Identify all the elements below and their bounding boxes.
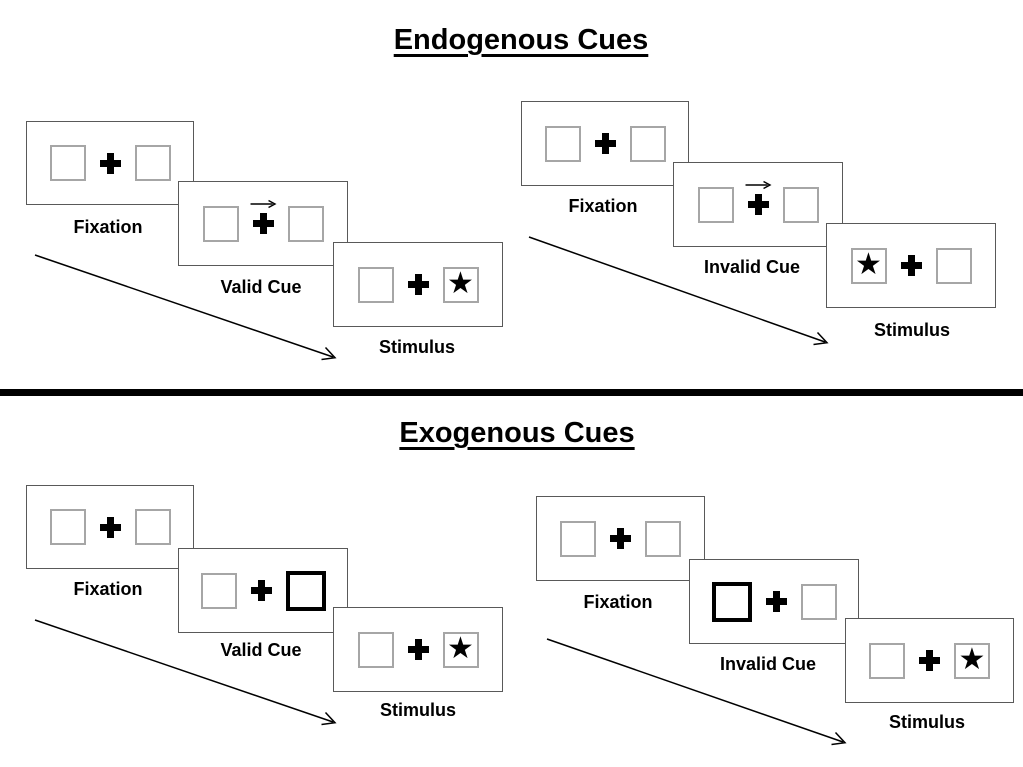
endogenous-section-title: Endogenous Cues — [393, 24, 649, 56]
target-box-left: ★ — [850, 247, 887, 284]
fixation-cross-icon — [919, 650, 940, 671]
exogenous-valid-fixation-panel — [26, 485, 194, 569]
placeholder-box-right — [800, 583, 837, 620]
target-box-right: ★ — [442, 266, 479, 303]
placeholder-box-left — [357, 631, 394, 668]
exogenous-section-title: Exogenous Cues — [399, 417, 635, 449]
endogenous-invalid-stimulus-panel: ★ — [826, 223, 996, 308]
panel-label: Valid Cue — [220, 277, 302, 297]
panel-label: Stimulus — [378, 337, 456, 357]
panel-label: Stimulus — [379, 700, 457, 720]
fixation-cross-icon — [407, 274, 429, 295]
placeholder-box-left — [869, 642, 905, 679]
placeholder-box-left — [200, 572, 237, 609]
panel-label: Stimulus — [888, 712, 966, 732]
sequence-arrow — [34, 619, 337, 726]
fixation-cross-icon — [407, 639, 429, 660]
placeholder-box-left — [544, 125, 581, 162]
star-icon: ★ — [447, 266, 474, 300]
cue-highlight-box-right — [285, 570, 326, 611]
cue-direction-right-arrow-icon — [745, 180, 772, 190]
placeholder-box-right — [629, 125, 666, 162]
fixation-cross-icon — [765, 591, 787, 612]
fixation-cross-icon — [99, 152, 121, 174]
exogenous-invalid-fixation-panel — [536, 496, 705, 581]
placeholder-box-left — [560, 520, 596, 557]
panel-label: Fixation — [568, 196, 638, 216]
endogenous-valid-stimulus-panel: ★ — [333, 242, 503, 327]
exogenous-invalid-cue-panel — [689, 559, 859, 644]
section-divider — [0, 389, 1023, 396]
exogenous-valid-cue-panel — [178, 548, 348, 633]
panel-label: Stimulus — [873, 320, 951, 340]
sequence-arrow — [528, 236, 829, 346]
panel-label: Fixation — [583, 592, 653, 612]
panel-label: Fixation — [73, 217, 143, 237]
fixation-cross-icon — [610, 528, 631, 549]
cue-direction-right-arrow-icon — [250, 199, 277, 209]
placeholder-box-right — [287, 205, 324, 242]
placeholder-box-right — [134, 145, 171, 181]
panel-label: Valid Cue — [220, 640, 302, 660]
cue-highlight-box-left — [711, 581, 752, 622]
endogenous-invalid-fixation-panel — [521, 101, 689, 186]
endogenous-valid-cue-panel — [178, 181, 348, 266]
exogenous-invalid-stimulus-panel: ★ — [845, 618, 1014, 703]
placeholder-box-right — [134, 509, 171, 545]
fixation-cross-icon — [747, 194, 769, 215]
star-icon: ★ — [958, 642, 986, 676]
target-box-right: ★ — [954, 642, 990, 679]
placeholder-box-left — [49, 509, 86, 545]
panel-label: Invalid Cue — [703, 257, 801, 277]
sequence-arrow — [34, 254, 337, 361]
exogenous-valid-stimulus-panel: ★ — [333, 607, 503, 692]
placeholder-box-left — [357, 266, 394, 303]
star-icon: ★ — [447, 631, 474, 665]
star-icon: ★ — [855, 247, 882, 281]
panel-label: Invalid Cue — [719, 654, 817, 674]
placeholder-box-right — [782, 186, 819, 223]
fixation-cross-icon — [99, 516, 121, 538]
placeholder-box-left — [697, 186, 734, 223]
panel-label: Fixation — [73, 579, 143, 599]
endogenous-invalid-cue-panel — [673, 162, 843, 247]
placeholder-box-right — [645, 520, 681, 557]
sequence-arrow — [546, 638, 847, 746]
placeholder-box-right — [935, 247, 972, 284]
fixation-cross-icon — [594, 133, 616, 154]
placeholder-box-left — [202, 205, 239, 242]
fixation-cross-icon — [250, 580, 272, 601]
fixation-cross-icon — [252, 213, 274, 234]
fixation-cross-icon — [900, 255, 922, 276]
placeholder-box-left — [49, 145, 86, 181]
target-box-right: ★ — [442, 631, 479, 668]
endogenous-valid-fixation-panel — [26, 121, 194, 205]
